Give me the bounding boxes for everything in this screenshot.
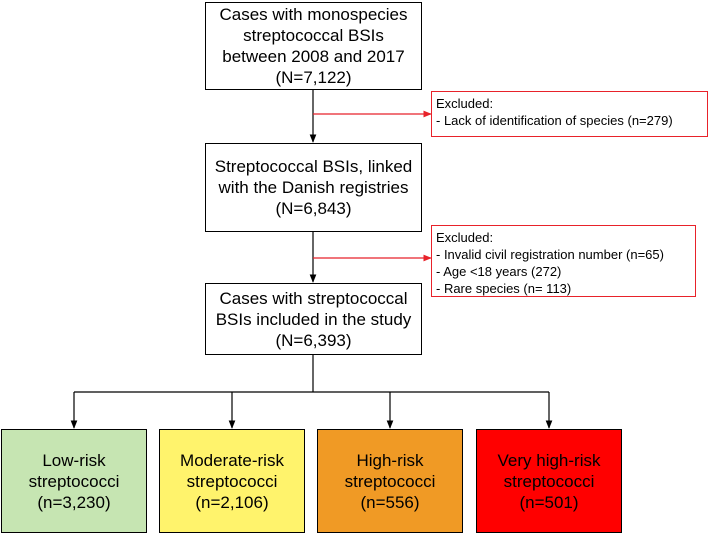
linked-line-1: Streptococcal BSIs, linked xyxy=(214,157,413,176)
very-high-risk-line-3: (n=501) xyxy=(519,492,579,512)
exclusion-2-item-1: - Invalid civil registration number (n=6… xyxy=(436,247,664,262)
low-risk-line-2: streptococci xyxy=(28,471,120,491)
included-cases-box: Cases with streptococcal BSIs included i… xyxy=(205,283,422,355)
total-cases-line-3: between 2008 and 2017 xyxy=(222,47,405,66)
high-risk-line-2: streptococci xyxy=(344,471,436,491)
high-risk-line-1: High-risk xyxy=(356,450,424,470)
high-risk-line-3: (n=556) xyxy=(360,492,420,512)
moderate-risk-line-3: (n=2,106) xyxy=(195,492,269,512)
high-risk-box: High-risk streptococci (n=556) xyxy=(317,429,463,533)
total-cases-box: Cases with monospecies streptococcal BSI… xyxy=(205,2,422,90)
very-high-risk-line-2: streptococci xyxy=(503,471,595,491)
total-cases-line-1: Cases with monospecies xyxy=(219,5,408,24)
low-risk-box: Low-risk streptococci (n=3,230) xyxy=(1,429,147,533)
exclusion-1-title: Excluded: xyxy=(436,96,494,111)
exclusion-2-title: Excluded: xyxy=(436,230,494,245)
moderate-risk-line-2: streptococci xyxy=(186,471,278,491)
low-risk-line-1: Low-risk xyxy=(42,450,106,470)
moderate-risk-box: Moderate-risk streptococci (n=2,106) xyxy=(159,429,305,533)
exclusion-2-item-2: - Age <18 years (272) xyxy=(436,264,562,279)
included-line-3: (N=6,393) xyxy=(275,330,352,350)
included-line-1: Cases with streptococcal xyxy=(219,288,408,308)
linked-line-2: with the Danish registries xyxy=(218,178,409,197)
linked-line-3: (N=6,843) xyxy=(275,199,352,218)
moderate-risk-line-1: Moderate-risk xyxy=(180,450,284,470)
very-high-risk-line-1: Very high-risk xyxy=(497,450,601,470)
exclusion-1-item: - Lack of identification of species (n=2… xyxy=(436,113,673,128)
total-cases-line-4: (N=7,122) xyxy=(275,68,352,87)
total-cases-line-2: streptococcal BSIs xyxy=(243,26,384,45)
exclusion-box-2: Excluded: - Invalid civil registration n… xyxy=(431,225,696,297)
linked-registries-box: Streptococcal BSIs, linked with the Dani… xyxy=(205,143,422,232)
low-risk-line-3: (n=3,230) xyxy=(37,492,111,512)
included-line-2: BSIs included in the study xyxy=(215,309,412,329)
very-high-risk-box: Very high-risk streptococci (n=501) xyxy=(476,429,622,533)
exclusion-box-1: Excluded: - Lack of identification of sp… xyxy=(431,91,708,137)
exclusion-2-item-3: - Rare species (n= 113) xyxy=(436,281,572,296)
